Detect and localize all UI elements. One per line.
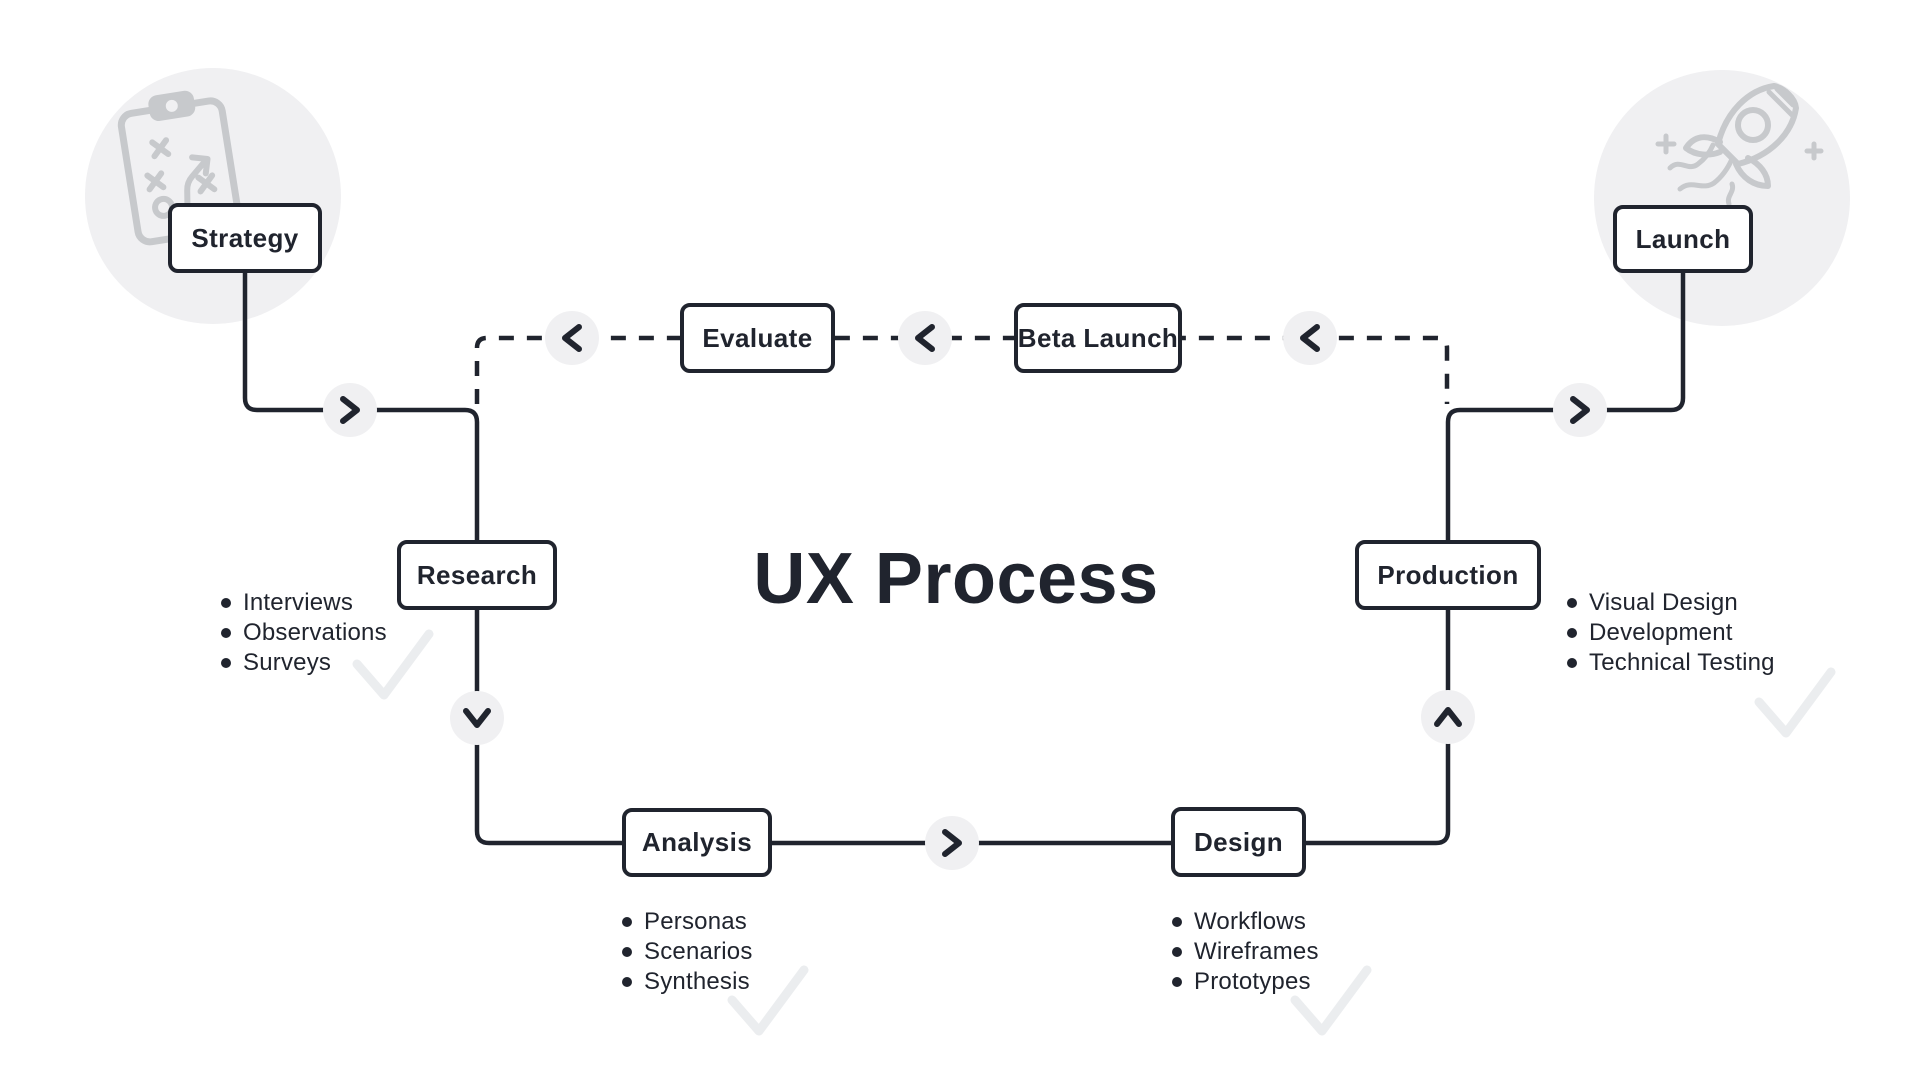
research-analysis-arrow-badge — [450, 691, 504, 745]
stage-box-analysis: Analysis — [622, 808, 772, 877]
clipboard-clip-hole — [165, 99, 178, 112]
design-activity-list: Workflows Wireframes Prototypes — [1171, 907, 1319, 997]
analysis-design-arrow-badge — [925, 816, 979, 870]
sparkle-plus-marks — [1655, 133, 1824, 161]
production-launch-arrow-badge — [1553, 383, 1607, 437]
strategy-circle-bg — [85, 68, 341, 324]
stage-box-design: Design — [1171, 807, 1306, 877]
list-item: Wireframes — [1171, 937, 1319, 967]
stage-box-production: Production — [1355, 540, 1541, 610]
chevron-down-icon — [463, 708, 491, 728]
arrow-badges — [323, 311, 1607, 870]
design-production-arrow-badge — [1421, 690, 1475, 744]
feedback-arrow-badge-1 — [545, 311, 599, 365]
feedback-arrow-badge-3 — [1283, 311, 1337, 365]
clipboard-strategy-icon — [117, 90, 243, 246]
list-item: Personas — [621, 907, 753, 937]
production-activity-list: Visual Design Development Technical Test… — [1566, 588, 1775, 678]
connector-design-production — [1306, 610, 1451, 846]
chevron-up-icon — [1434, 707, 1462, 727]
production-checkmark-icon — [1754, 667, 1836, 738]
strategy-research-arrow-badge — [323, 383, 377, 437]
rocket-exhaust-lines — [1667, 142, 1736, 207]
rocket-body — [1715, 83, 1799, 167]
tactics-x-marks — [144, 137, 218, 195]
chevron-left-icon — [915, 324, 935, 352]
research-activity-list: Interviews Observations Surveys — [220, 588, 387, 678]
list-item: Surveys — [220, 648, 387, 678]
feedback-arrow-badge-2 — [898, 311, 952, 365]
analysis-checkmark-icon — [727, 965, 809, 1036]
list-item: Development — [1566, 618, 1775, 648]
stage-box-strategy: Strategy — [168, 203, 322, 273]
stage-box-launch: Launch — [1613, 205, 1753, 273]
chevron-right-icon — [340, 396, 360, 424]
list-item: Technical Testing — [1566, 648, 1775, 678]
list-item: Synthesis — [621, 967, 753, 997]
list-item: Observations — [220, 618, 387, 648]
analysis-activity-list: Personas Scenarios Synthesis — [621, 907, 753, 997]
page-title: UX Process — [753, 539, 1159, 619]
research-checkmark-icon — [352, 629, 434, 700]
rocket-icon — [1655, 83, 1824, 207]
chevron-left-icon — [562, 324, 582, 352]
design-checkmark-icon — [1290, 965, 1372, 1036]
rocket-nose-stripes — [1766, 86, 1796, 118]
list-item: Visual Design — [1566, 588, 1775, 618]
stage-box-research: Research — [397, 540, 557, 610]
launch-circle-bg — [1594, 70, 1850, 326]
chevron-right-icon — [1570, 396, 1590, 424]
chevron-left-icon — [1300, 324, 1320, 352]
feedback-box-beta-launch: Beta Launch — [1014, 303, 1182, 373]
connector-feedback-loop — [474, 335, 1450, 404]
rocket-window — [1735, 107, 1771, 143]
list-item: Scenarios — [621, 937, 753, 967]
connector-research-analysis — [474, 610, 622, 846]
list-item: Prototypes — [1171, 967, 1319, 997]
list-item: Interviews — [220, 588, 387, 618]
feedback-box-evaluate: Evaluate — [680, 303, 835, 373]
rocket-fin-bottom — [1733, 155, 1771, 189]
chevron-right-icon — [942, 829, 962, 857]
list-item: Workflows — [1171, 907, 1319, 937]
